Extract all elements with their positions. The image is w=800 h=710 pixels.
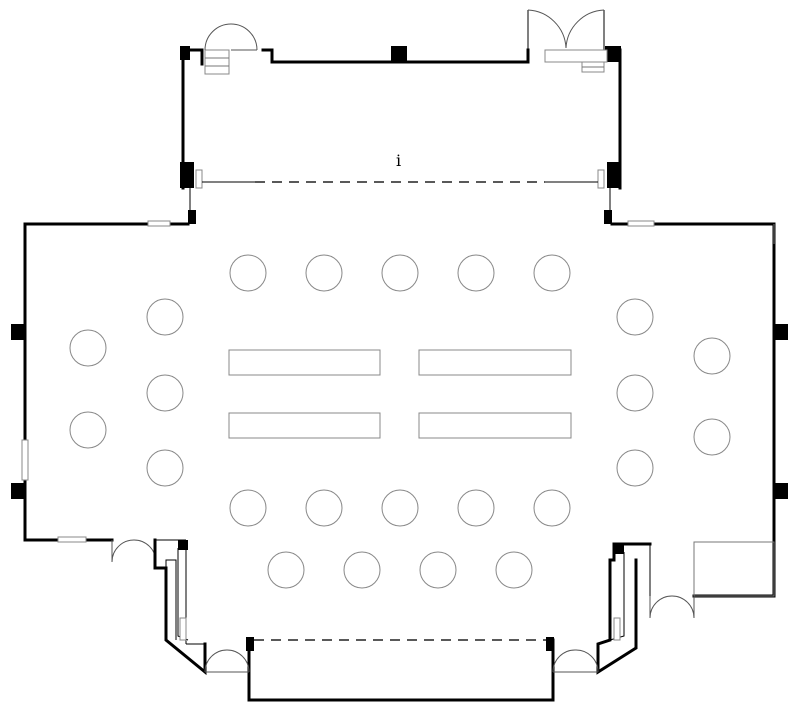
- round-table: [533, 489, 571, 527]
- round-table: [495, 551, 533, 589]
- airwall-divider: [195, 169, 605, 189]
- left-vestibule: [153, 538, 207, 676]
- round-table: [69, 411, 107, 449]
- round-table: [343, 551, 381, 589]
- lower-right-side-doors: [649, 595, 695, 619]
- round-table: [616, 298, 654, 336]
- round-table: [533, 254, 571, 292]
- upper-right-door: [527, 9, 608, 73]
- round-table: [69, 329, 107, 367]
- room-marker-label: i: [396, 151, 401, 170]
- round-table: [419, 551, 457, 589]
- round-table: [146, 298, 184, 336]
- rect-table: [418, 349, 572, 376]
- rect-table: [418, 412, 572, 439]
- right-vestibule: [596, 542, 652, 675]
- round-tables: [69, 254, 731, 589]
- rect-table: [228, 412, 381, 439]
- round-table: [381, 254, 419, 292]
- round-table: [457, 254, 495, 292]
- round-table: [229, 254, 267, 292]
- upper-left-door: [204, 23, 258, 75]
- round-table: [305, 489, 343, 527]
- round-table: [146, 449, 184, 487]
- bottom-foyer: [204, 637, 599, 702]
- round-table: [457, 489, 495, 527]
- lower-right-service-room: [693, 541, 775, 597]
- lower-left-side-doors: [111, 539, 157, 563]
- round-table: [381, 489, 419, 527]
- rect-tables: [228, 349, 572, 439]
- round-table: [305, 254, 343, 292]
- round-table: [693, 337, 731, 375]
- round-table: [616, 449, 654, 487]
- round-table: [146, 374, 184, 412]
- round-table: [267, 551, 305, 589]
- upper-room-walls: [180, 46, 622, 224]
- round-table: [693, 418, 731, 456]
- round-table: [229, 489, 267, 527]
- rect-table: [228, 349, 381, 376]
- round-table: [616, 374, 654, 412]
